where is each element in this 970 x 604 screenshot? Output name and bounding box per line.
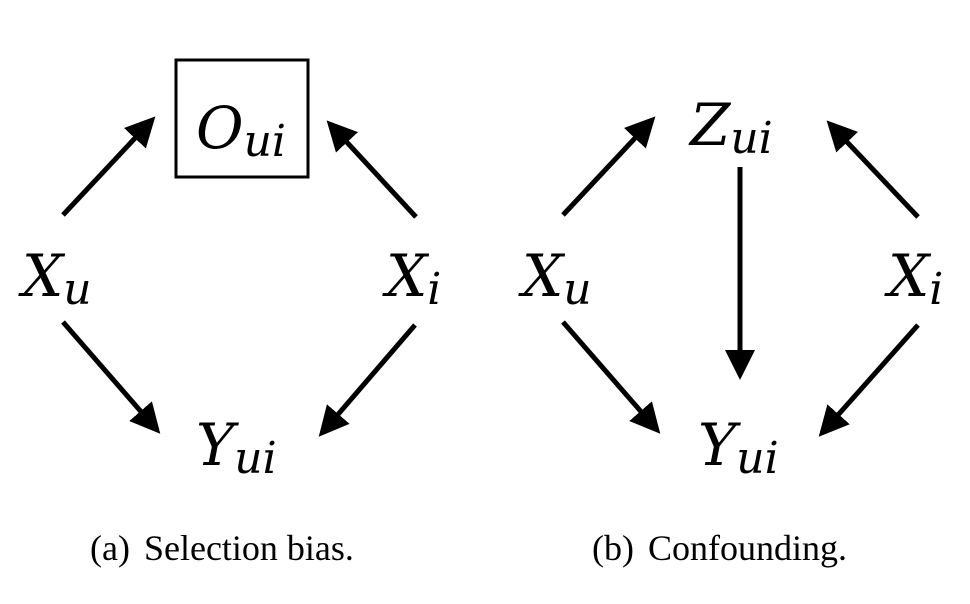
panel-a-edge-right-to-bottom <box>318 323 417 437</box>
panel-a-caption-text: Selection bias. <box>144 528 354 568</box>
panel-b-edge-right-to-bottom <box>818 323 920 437</box>
panel-a-caption: (a) Selection bias. <box>90 528 354 568</box>
panel-a-edge-left-to-bottom <box>61 320 161 434</box>
panel-b-node-bottom: Yui <box>698 411 779 484</box>
panel-a-node-right: Xi <box>382 242 441 315</box>
panel-b-node-right: Xi <box>884 242 943 315</box>
panel-a-node-top: Oui <box>196 94 286 167</box>
panel-a-edge-right-to-top <box>326 120 418 219</box>
panel-b-caption: (b) Confounding. <box>592 528 847 568</box>
panel-b-edge-right-to-top <box>826 120 920 219</box>
panel-b-caption-tag: (b) <box>592 528 634 568</box>
panel-b-node-left: Xu <box>518 242 592 315</box>
panel-a-top-node-box <box>174 58 310 179</box>
panel-a-caption-tag: (a) <box>90 528 130 568</box>
panel-a-selection-bias: Oui Xu Xi Yui (a) Selection bias. <box>18 58 441 568</box>
panel-b-caption-text: Confounding. <box>648 528 847 568</box>
panel-a-node-bottom: Yui <box>196 411 277 484</box>
panel-b-confounding: Zui Xu Xi Yui (b) Confounding. <box>518 91 943 568</box>
panel-b-node-top: Zui <box>688 91 773 164</box>
panel-a-edge-left-to-top <box>61 116 156 217</box>
panel-a-node-left: Xu <box>18 242 92 315</box>
panel-b-edge-left-to-bottom <box>561 320 661 434</box>
panel-b-edge-left-to-top <box>561 116 656 217</box>
